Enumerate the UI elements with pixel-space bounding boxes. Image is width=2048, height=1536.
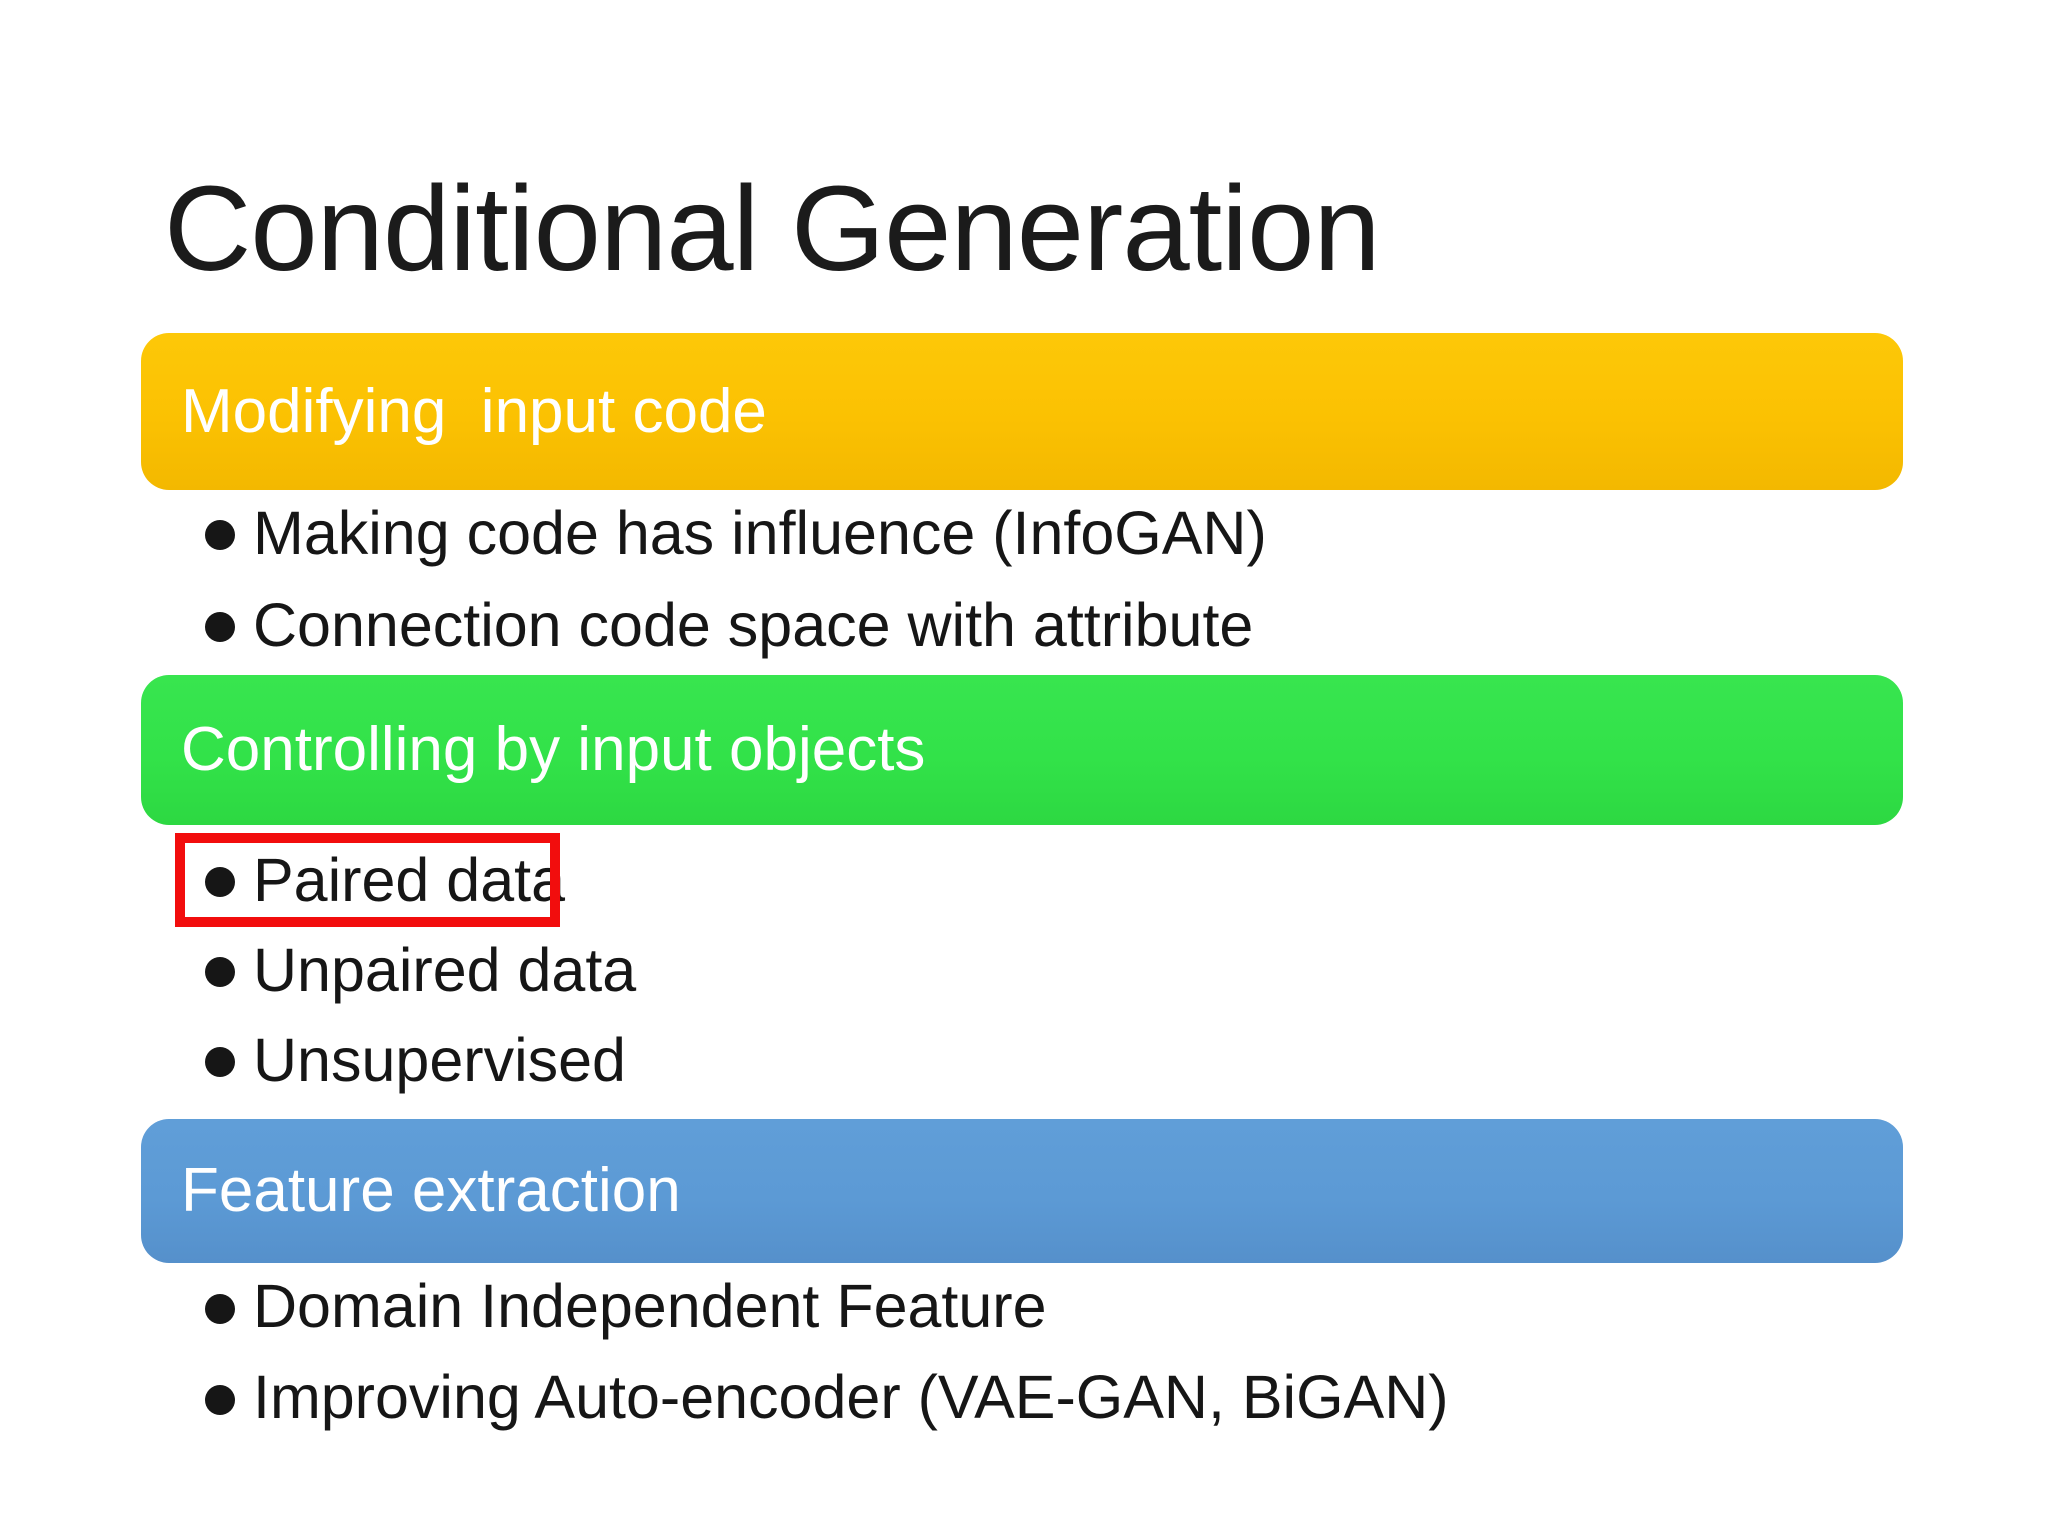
bullet-dot-icon [205, 1384, 235, 1415]
bullet-text: Connection code space with attribute [253, 590, 1254, 659]
section-header-feature-extraction: Feature extraction [141, 1119, 1903, 1263]
bullet-dot-icon [205, 1293, 235, 1324]
list-item: Making code has influence (InfoGAN) [205, 487, 1267, 579]
section-header-controlling-by-input-objects: Controlling by input objects [141, 675, 1903, 825]
list-item: Unsupervised [205, 1015, 636, 1105]
bullet-list-modifying-input-code: Making code has influence (InfoGAN) Conn… [205, 487, 1267, 671]
bullet-text: Unpaired data [253, 935, 637, 1004]
list-item-highlighted: Paired data [205, 835, 636, 925]
bullet-dot-icon [205, 520, 235, 550]
bullet-dot-icon [205, 867, 235, 897]
bullet-list-controlling-by-input-objects: Paired data Unpaired data Unsupervised [205, 835, 636, 1105]
bullet-text: Improving Auto-encoder (VAE-GAN, BiGAN) [253, 1363, 1449, 1431]
bullet-dot-icon [205, 957, 235, 987]
section-header-label: Feature extraction [181, 1156, 681, 1225]
red-highlight-box [175, 833, 560, 927]
bullet-text: Unsupervised [253, 1025, 626, 1094]
section-header-label: Modifying input code [181, 376, 767, 446]
bullet-dot-icon [205, 612, 235, 642]
bullet-text: Paired data [253, 845, 565, 914]
bullet-list-feature-extraction: Domain Independent Feature Improving Aut… [205, 1261, 1449, 1443]
list-item: Connection code space with attribute [205, 579, 1267, 671]
bullet-dot-icon [205, 1047, 235, 1077]
bullet-text: Making code has influence (InfoGAN) [253, 498, 1267, 567]
slide-title: Conditional Generation [164, 160, 1381, 296]
section-header-modifying-input-code: Modifying input code [141, 333, 1903, 490]
bullet-text: Domain Independent Feature [253, 1272, 1047, 1340]
list-item: Unpaired data [205, 925, 636, 1015]
list-item: Domain Independent Feature [205, 1261, 1449, 1352]
list-item: Improving Auto-encoder (VAE-GAN, BiGAN) [205, 1352, 1449, 1443]
section-header-label: Controlling by input objects [181, 715, 926, 784]
